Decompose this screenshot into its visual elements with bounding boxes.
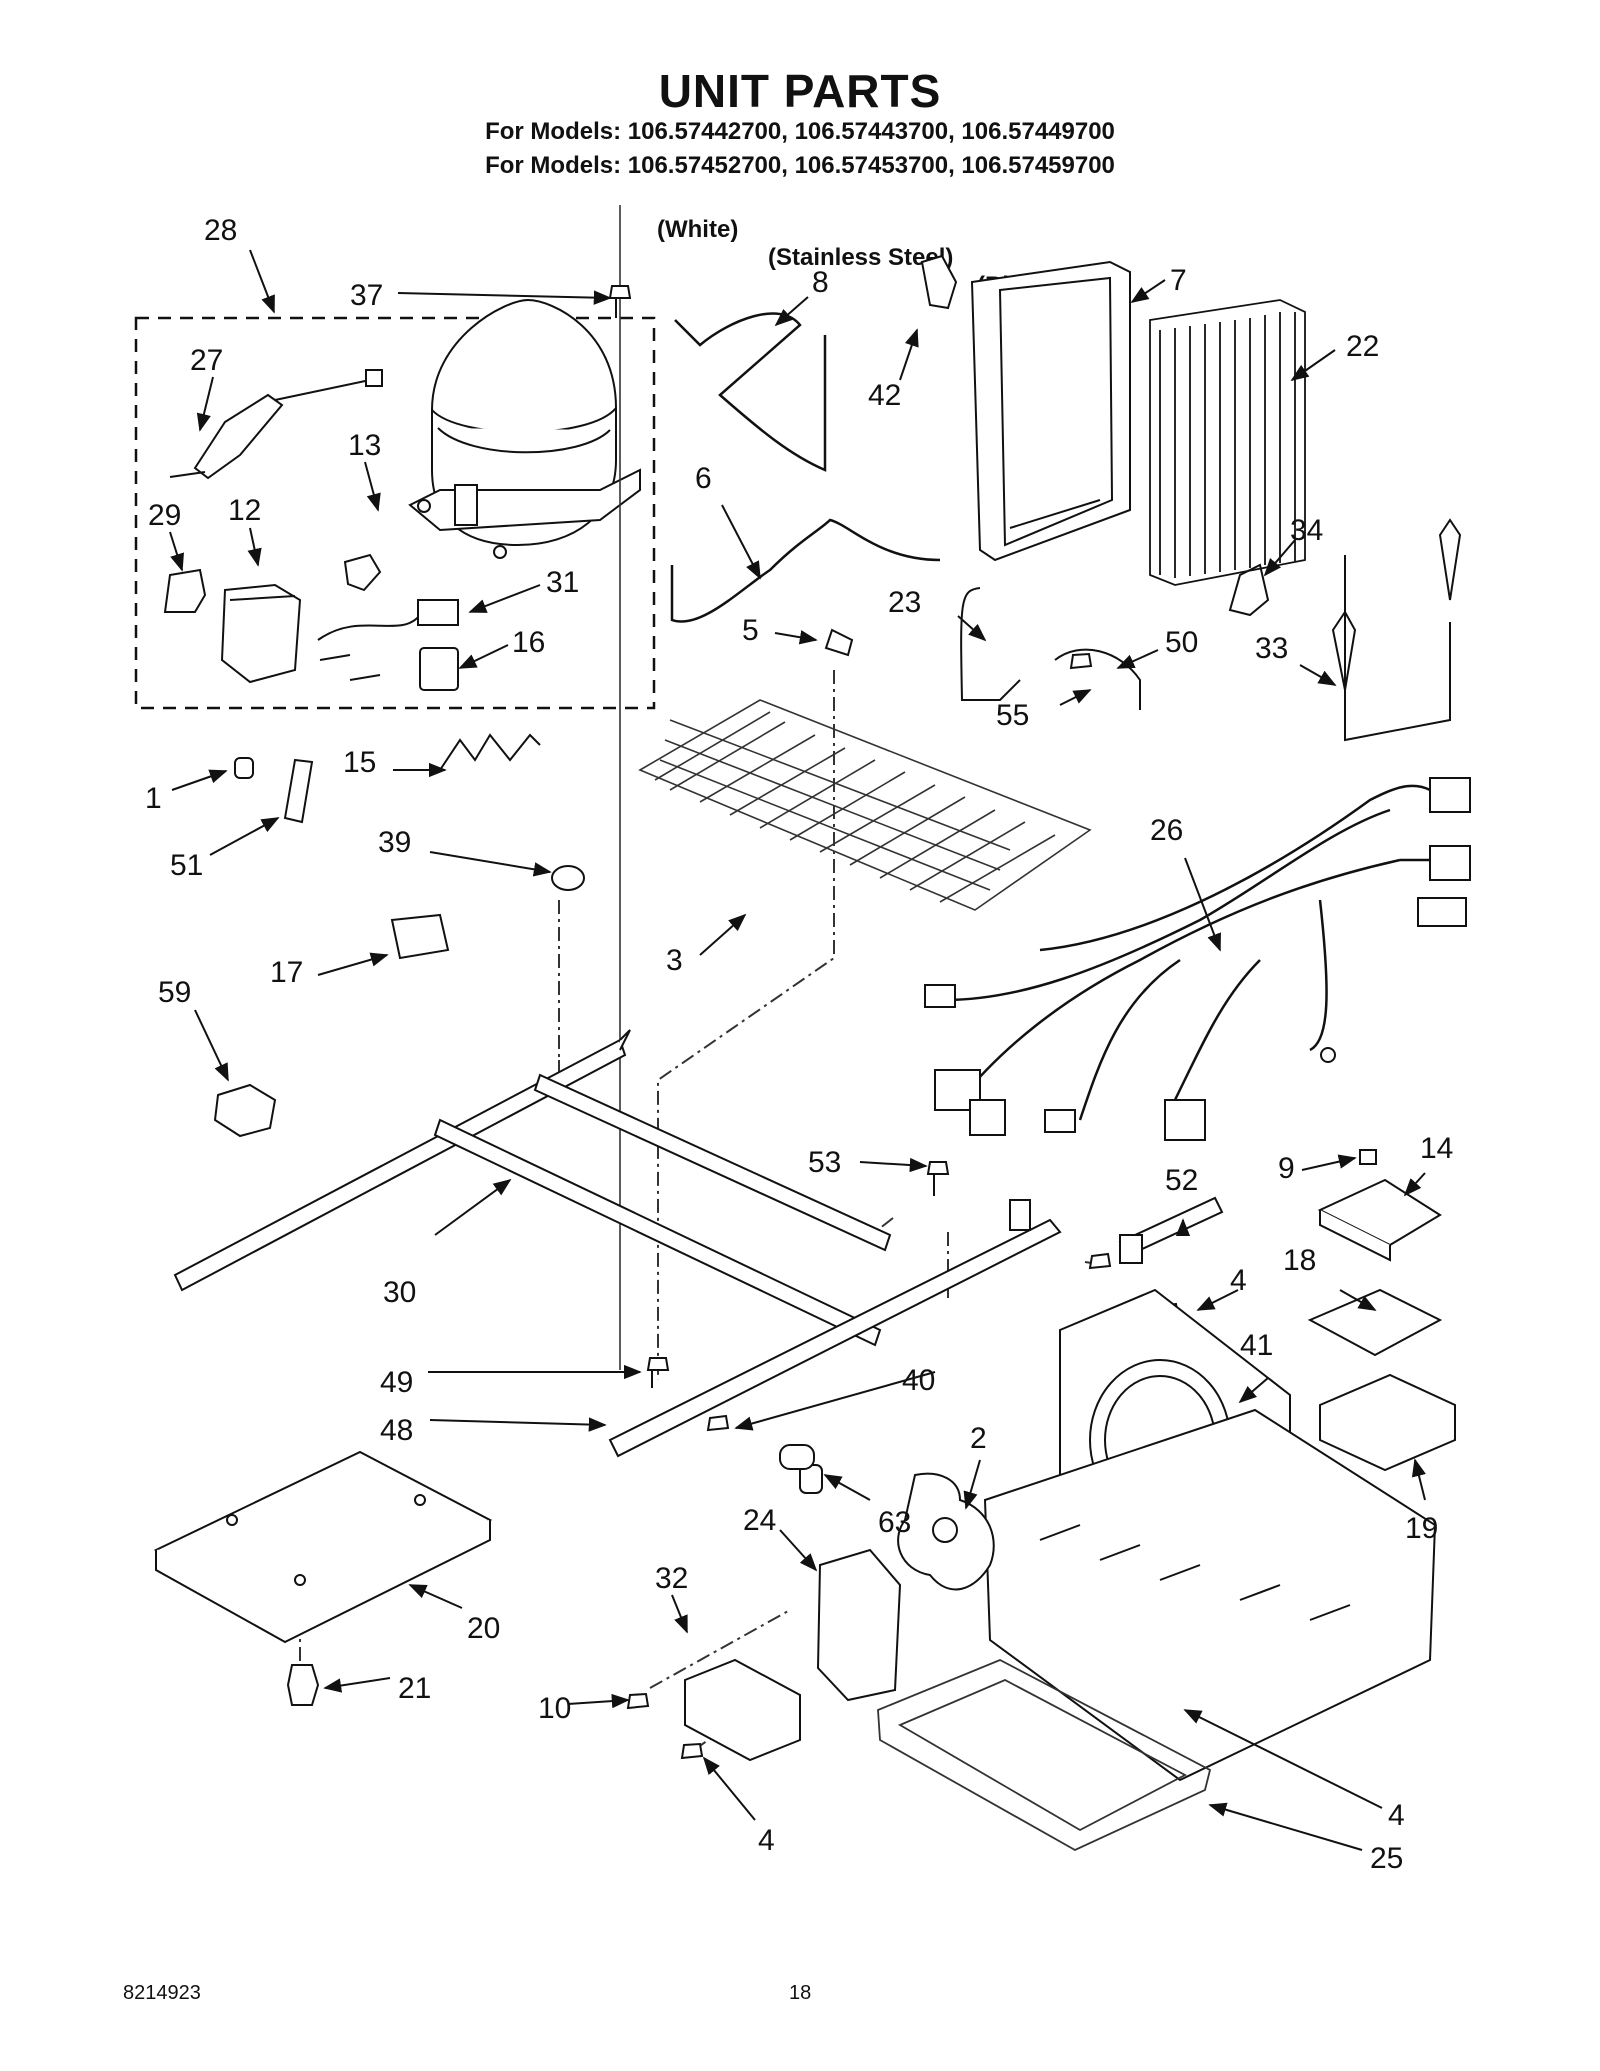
- callout-12: 12: [228, 494, 261, 527]
- callout-labels: 28 37 8 7 22 27 13 12 29 31 16 42 6 34 2…: [145, 214, 1453, 1875]
- crossbar: [608, 1199, 1062, 1458]
- misc-hardware: [779, 1444, 815, 1470]
- callout-2: 2: [970, 1422, 987, 1455]
- wire-harness: [944, 784, 1431, 1121]
- document-number: 8214923: [123, 1982, 201, 2004]
- callout-20: 20: [467, 1612, 500, 1645]
- callout-15: 15: [343, 746, 376, 779]
- fan-motor-assembly: [684, 1464, 995, 1762]
- callout-16: 16: [512, 626, 545, 659]
- condenser-shroud: [920, 254, 1131, 562]
- drip-tray: [877, 1659, 1212, 1852]
- callout-55: 55: [996, 699, 1029, 732]
- compressor-kit-box: [134, 316, 656, 710]
- callout-50: 50: [1165, 626, 1198, 659]
- callout-23: 23: [888, 586, 921, 619]
- callout-52: 52: [1165, 1164, 1198, 1197]
- callout-49: 49: [380, 1366, 413, 1399]
- callout-4-right: 4: [1388, 1799, 1405, 1832]
- callout-41: 41: [1240, 1329, 1273, 1362]
- tubing-parts: [670, 312, 941, 623]
- page-number: 18: [789, 1982, 812, 2004]
- callout-21: 21: [398, 1672, 431, 1705]
- callout-18: 18: [1283, 1244, 1316, 1277]
- callout-27: 27: [190, 344, 223, 377]
- callout-32: 32: [655, 1562, 688, 1595]
- evaporator: [638, 699, 1092, 911]
- callout-25: 25: [1370, 1842, 1403, 1875]
- callout-40: 40: [902, 1364, 935, 1397]
- base-frame: [173, 1029, 892, 1347]
- callout-9: 9: [1278, 1152, 1295, 1185]
- callout-29: 29: [148, 499, 181, 532]
- callout-39: 39: [378, 826, 411, 859]
- callout-14: 14: [1420, 1132, 1453, 1165]
- callout-37: 37: [350, 279, 383, 312]
- hooks-and-drier: [960, 518, 1462, 742]
- callout-10: 10: [538, 1692, 571, 1725]
- panel-and-foot: [153, 1450, 493, 1706]
- harness-connectors: [924, 777, 1471, 1141]
- compressor: [408, 205, 641, 1370]
- page-title: UNIT PARTS: [658, 65, 942, 117]
- models-line-2: For Models: 106.57452700, 106.57453700, …: [485, 152, 1115, 179]
- models-line-1: For Models: 106.57442700, 106.57443700, …: [485, 118, 1115, 145]
- callout-13: 13: [348, 429, 381, 462]
- base-pan: [983, 1408, 1437, 1782]
- callout-26: 26: [1150, 814, 1183, 847]
- callout-1: 1: [145, 782, 162, 815]
- callout-17: 17: [270, 956, 303, 989]
- condenser: [1149, 299, 1306, 586]
- callout-51: 51: [170, 849, 203, 882]
- callout-31: 31: [546, 566, 579, 599]
- callout-3: 3: [666, 944, 683, 977]
- callout-63: 63: [878, 1506, 911, 1539]
- leader-arrows: [169, 249, 1426, 1851]
- callout-6: 6: [695, 462, 712, 495]
- callout-59: 59: [158, 976, 191, 1009]
- callout-19: 19: [1405, 1512, 1438, 1545]
- callout-34: 34: [1290, 514, 1323, 547]
- callout-4-top: 4: [1230, 1264, 1247, 1297]
- callout-7: 7: [1170, 264, 1187, 297]
- callout-28: 28: [204, 214, 237, 247]
- callout-22: 22: [1346, 330, 1379, 363]
- callout-24: 24: [743, 1504, 776, 1537]
- callout-30: 30: [383, 1276, 416, 1309]
- callout-42: 42: [868, 379, 901, 412]
- kit-small-parts: [163, 369, 459, 691]
- callout-5: 5: [742, 614, 759, 647]
- callout-33: 33: [1255, 632, 1288, 665]
- callout-48: 48: [380, 1414, 413, 1447]
- callout-53: 53: [808, 1146, 841, 1179]
- callout-8: 8: [812, 266, 829, 299]
- color-white-label: (White): [657, 216, 739, 243]
- misc-small-parts: [213, 628, 854, 1138]
- callout-4-bottom: 4: [758, 1824, 775, 1857]
